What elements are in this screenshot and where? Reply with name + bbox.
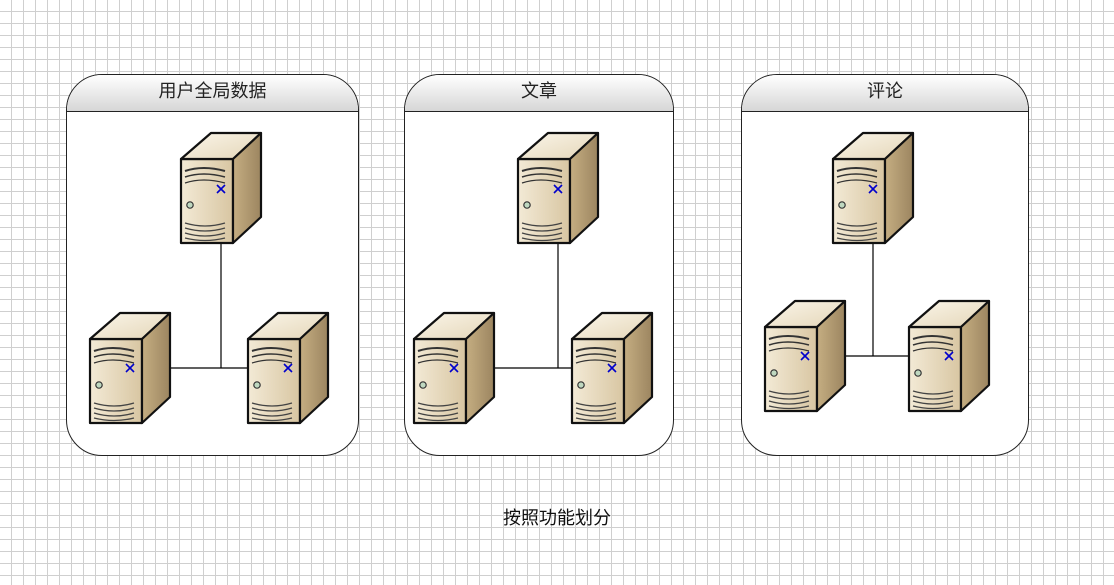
connection-points bbox=[800, 184, 954, 361]
connection-point-icon bbox=[125, 363, 135, 373]
connection-point-icon bbox=[449, 363, 459, 373]
connection-point-icon bbox=[868, 184, 878, 194]
connection-point-icon bbox=[607, 363, 617, 373]
group-articles: 文章 bbox=[404, 74, 674, 456]
connection-point-icon bbox=[944, 351, 954, 361]
group-title: 评论 bbox=[742, 75, 1028, 112]
group-title: 用户全局数据 bbox=[67, 75, 358, 112]
connection-point-icon bbox=[216, 184, 226, 194]
group-title: 文章 bbox=[405, 75, 673, 112]
connection-points bbox=[449, 184, 617, 373]
group-comments: 评论 bbox=[741, 74, 1029, 456]
connection-point-icon bbox=[800, 351, 810, 361]
connection-point-icon bbox=[553, 184, 563, 194]
group-user-global-data: 用户全局数据 bbox=[66, 74, 359, 456]
diagram-caption: 按照功能划分 bbox=[503, 508, 611, 529]
connection-point-icon bbox=[283, 363, 293, 373]
connection-points bbox=[125, 184, 293, 373]
